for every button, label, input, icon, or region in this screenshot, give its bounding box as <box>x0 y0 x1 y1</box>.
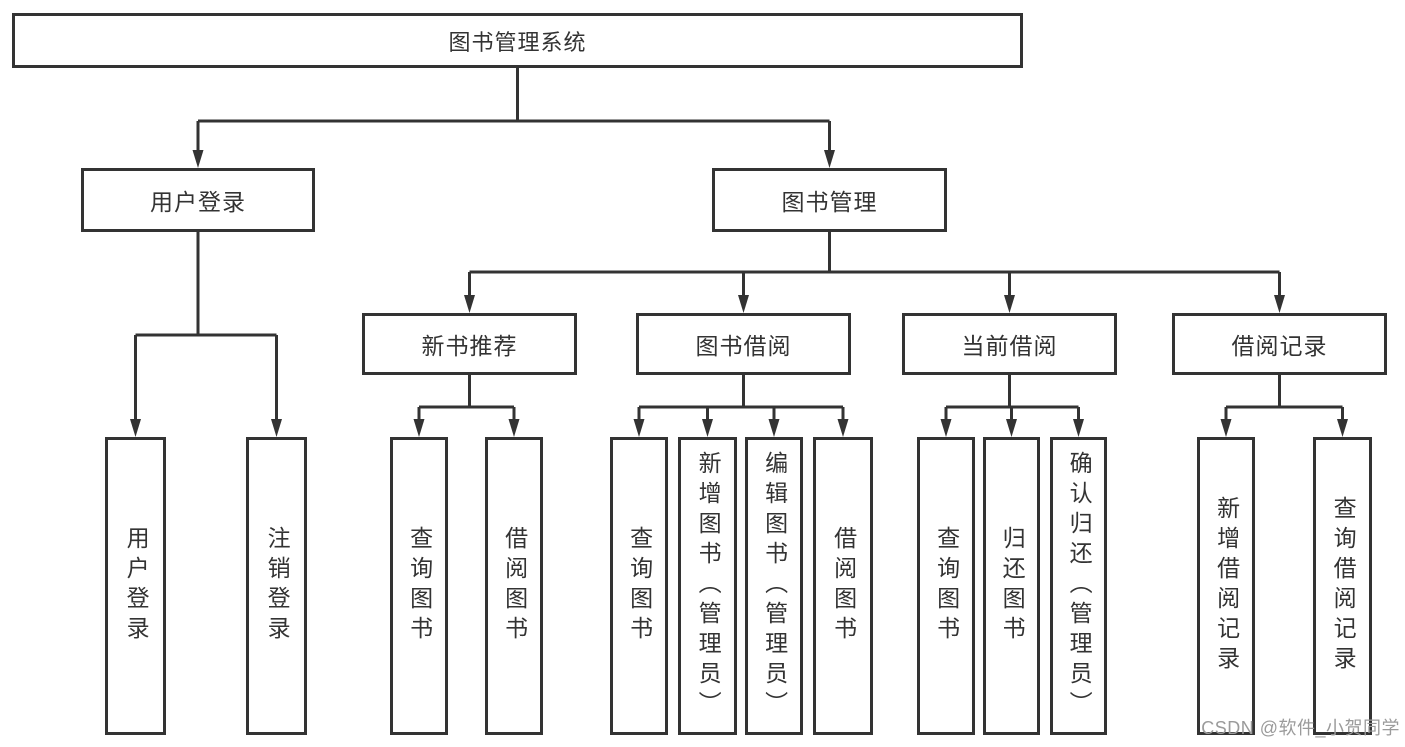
leaf-cb-query-books: 查询图书 <box>917 437 975 735</box>
node-book-borrowing: 图书借阅 <box>636 313 851 375</box>
node-current-borrowing: 当前借阅 <box>902 313 1117 375</box>
leaf-nbr-query-books: 查询图书 <box>390 437 448 735</box>
node-book-management-label: 图书管理 <box>781 189 878 215</box>
leaf-user-login-label: 用户登录 <box>123 526 150 646</box>
node-root: 图书管理系统 <box>12 13 1023 68</box>
csdn-watermark: CSDN @软件_小贺同学 <box>1201 718 1400 738</box>
leaf-br-query-record: 查询借阅记录 <box>1313 437 1372 735</box>
leaf-bb-query-books-label: 查询图书 <box>626 526 653 646</box>
leaf-bb-edit-books-admin: 编辑图书（管理员） <box>745 437 803 735</box>
leaf-br-add-record: 新增借阅记录 <box>1197 437 1255 735</box>
leaf-bb-edit-books-admin-label: 编辑图书（管理员） <box>761 451 788 721</box>
leaf-cb-return-books-label: 归还图书 <box>999 526 1026 646</box>
leaf-cb-query-books-label: 查询图书 <box>933 526 960 646</box>
leaf-nbr-borrow-books: 借阅图书 <box>485 437 543 735</box>
leaf-bb-add-books-admin-label: 新增图书（管理员） <box>695 451 722 721</box>
node-borrowing-records: 借阅记录 <box>1172 313 1387 375</box>
leaf-nbr-borrow-books-label: 借阅图书 <box>501 526 528 646</box>
leaf-logout-label: 注销登录 <box>264 526 291 646</box>
leaf-br-add-record-label: 新增借阅记录 <box>1213 496 1240 676</box>
node-new-book-recommend: 新书推荐 <box>362 313 577 375</box>
node-borrowing-records-label: 借阅记录 <box>1231 333 1328 359</box>
leaf-cb-confirm-return-admin-label: 确认归还（管理员） <box>1066 451 1093 721</box>
node-user-login-label: 用户登录 <box>150 189 246 215</box>
leaf-bb-query-books: 查询图书 <box>610 437 668 735</box>
leaf-user-login: 用户登录 <box>105 437 166 735</box>
leaf-bb-add-books-admin: 新增图书（管理员） <box>678 437 737 735</box>
node-book-management: 图书管理 <box>712 168 947 232</box>
node-root-label: 图书管理系统 <box>448 29 587 55</box>
leaf-cb-return-books: 归还图书 <box>983 437 1040 735</box>
node-user-login: 用户登录 <box>81 168 315 232</box>
leaf-logout: 注销登录 <box>246 437 307 735</box>
leaf-cb-confirm-return-admin: 确认归还（管理员） <box>1050 437 1107 735</box>
leaf-bb-borrow-books-label: 借阅图书 <box>830 526 857 646</box>
node-book-borrowing-label: 图书借阅 <box>695 333 792 359</box>
leaf-br-query-record-label: 查询借阅记录 <box>1330 496 1357 676</box>
leaf-nbr-query-books-label: 查询图书 <box>406 526 433 646</box>
leaf-bb-borrow-books: 借阅图书 <box>813 437 873 735</box>
node-new-book-recommend-label: 新书推荐 <box>421 333 518 359</box>
node-current-borrowing-label: 当前借阅 <box>961 333 1058 359</box>
